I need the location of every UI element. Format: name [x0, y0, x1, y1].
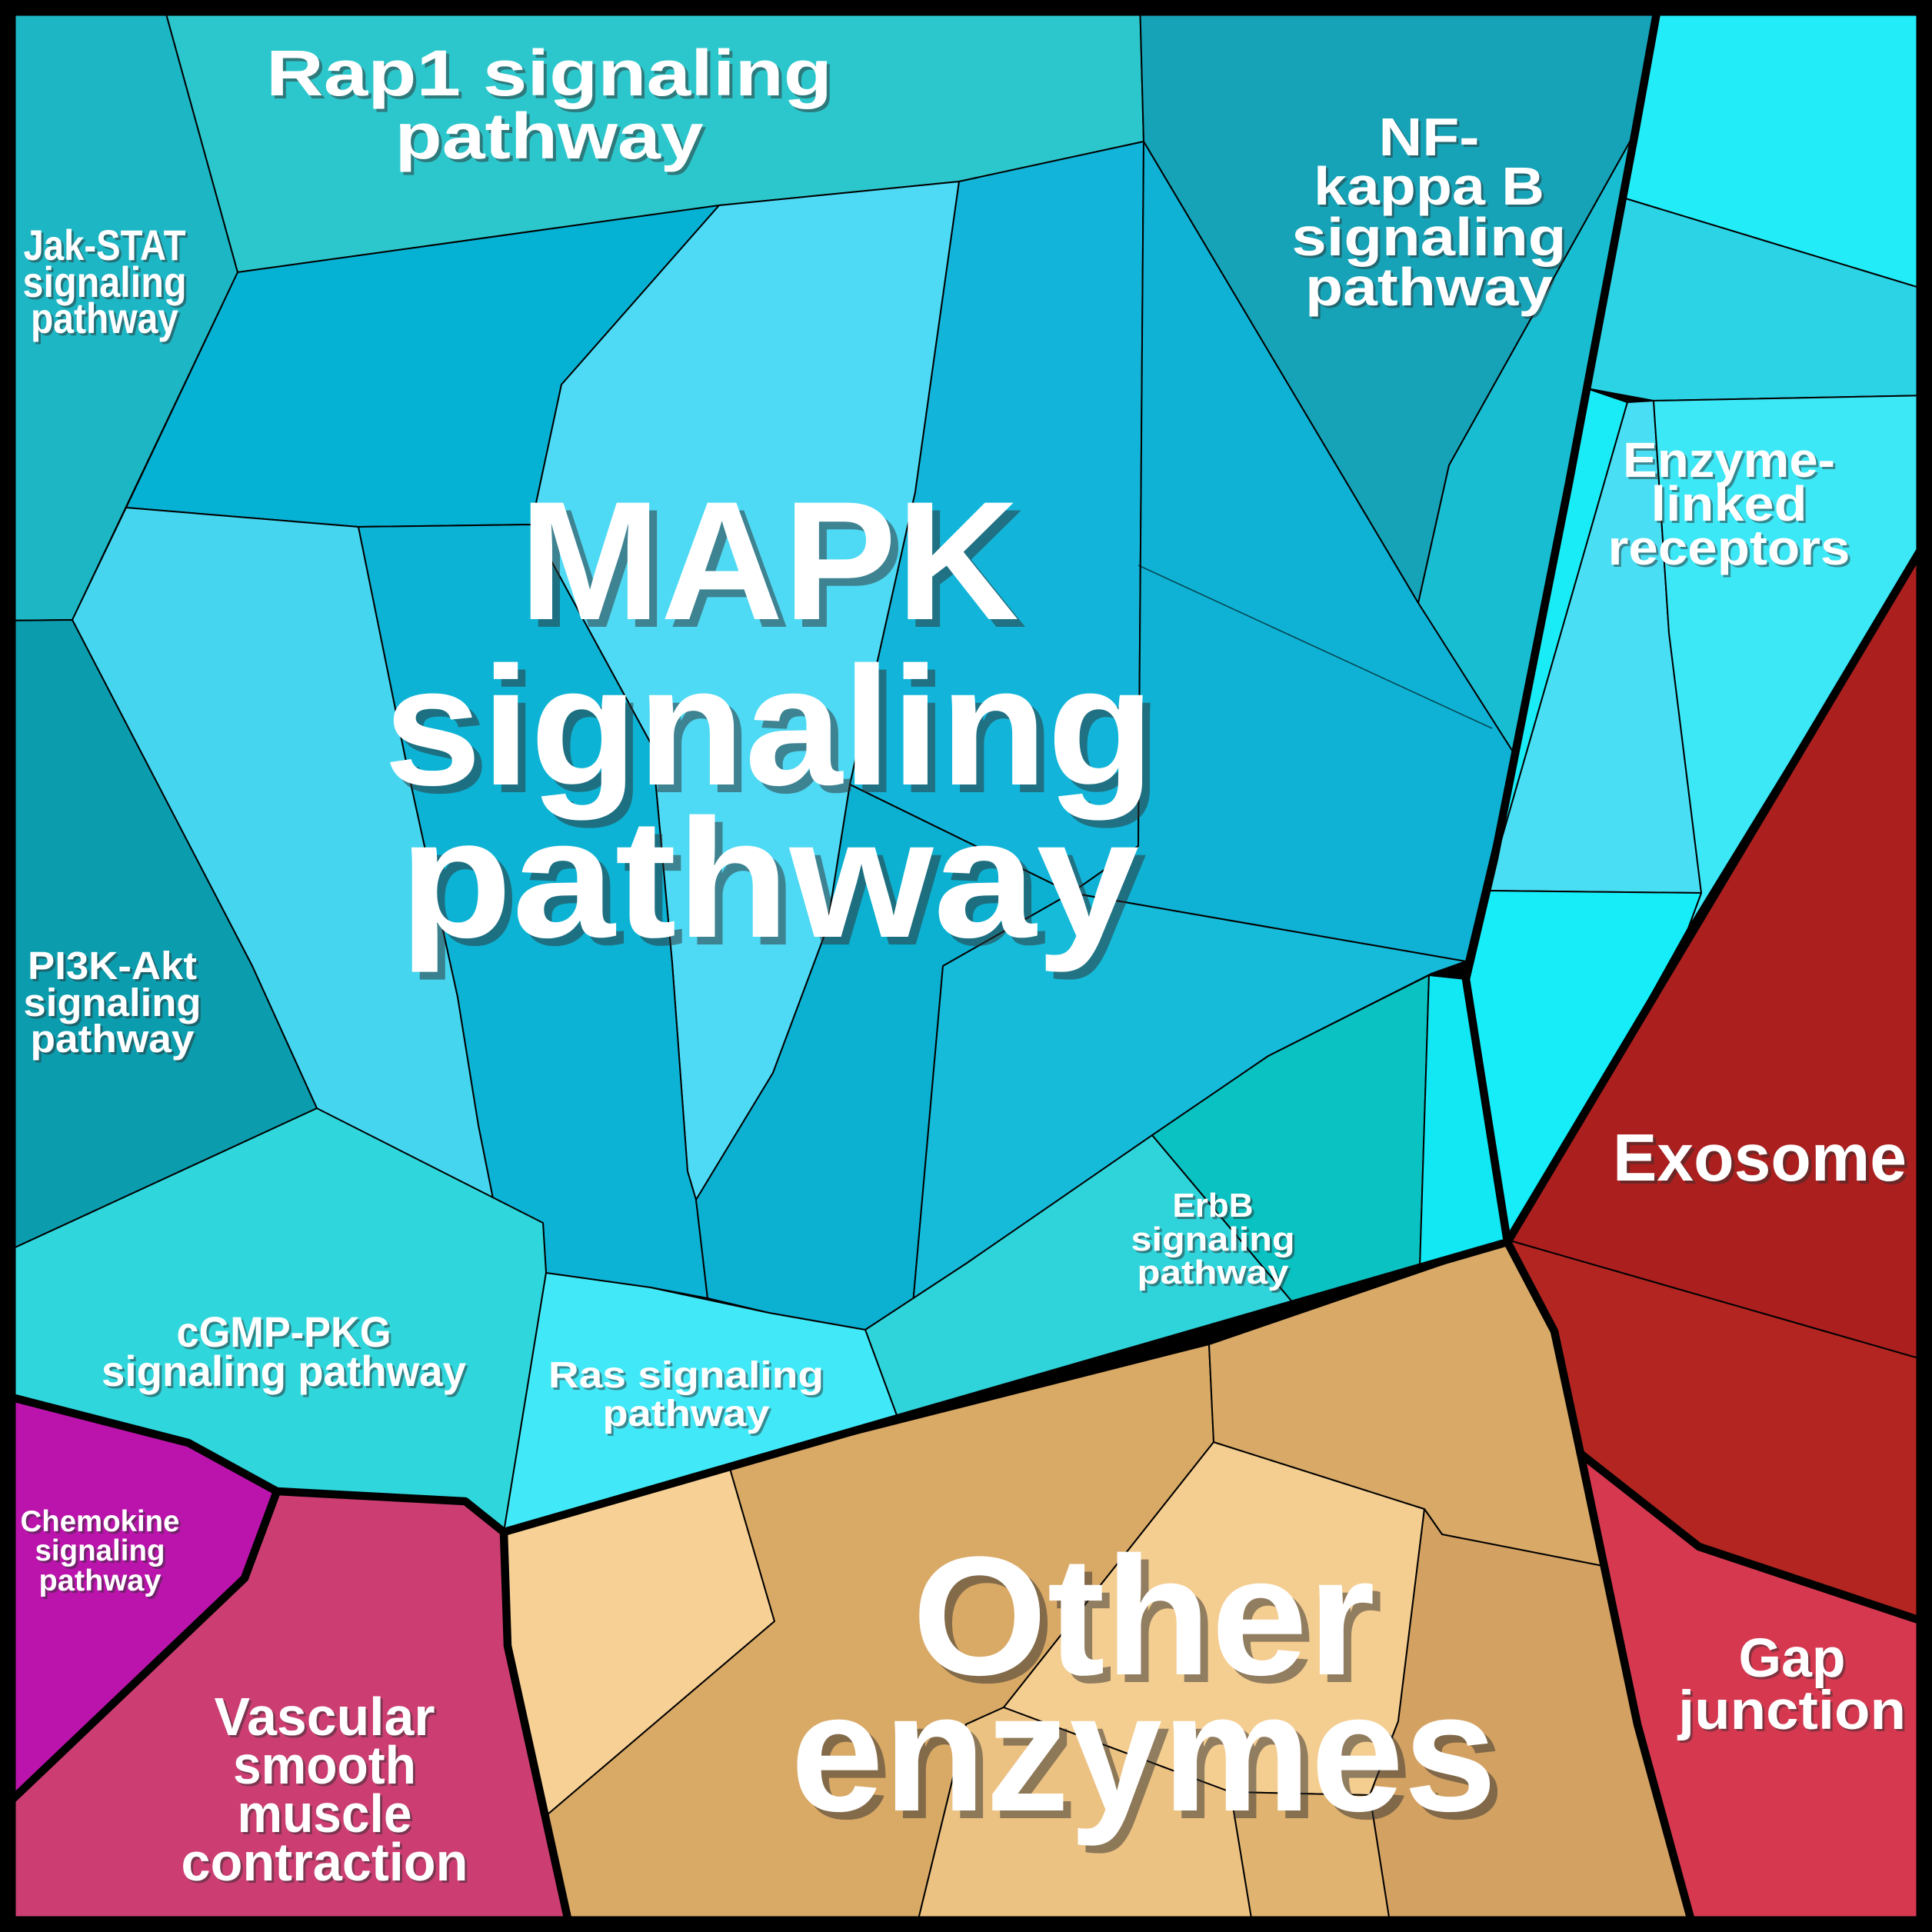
svg-text:contraction: contraction	[182, 1832, 468, 1892]
svg-text:pathway: pathway	[33, 296, 181, 345]
svg-text:muscle: muscle	[240, 1786, 415, 1846]
svg-text:pathway: pathway	[1305, 257, 1553, 317]
svg-text:NF-: NF-	[1381, 109, 1482, 169]
svg-text:pathway: pathway	[398, 103, 707, 175]
svg-text:cGMP-PKG: cGMP-PKG	[177, 1307, 391, 1356]
svg-text:pathway: pathway	[407, 791, 1147, 981]
svg-text:MAPK: MAPK	[519, 466, 1019, 655]
svg-text:signaling: signaling	[25, 260, 189, 308]
svg-text:enzymes: enzymes	[791, 1657, 1497, 1847]
svg-text:pathway: pathway	[1140, 1256, 1292, 1294]
svg-text:pathway: pathway	[395, 100, 704, 172]
svg-text:signaling: signaling	[384, 631, 1154, 821]
svg-text:Gap: Gap	[1739, 1628, 1846, 1689]
svg-text:muscle: muscle	[238, 1784, 412, 1844]
svg-text:Chemokine: Chemokine	[21, 1505, 180, 1538]
svg-text:signaling: signaling	[35, 1534, 165, 1567]
svg-text:pathway: pathway	[42, 1567, 164, 1600]
svg-text:Ras signaling: Ras signaling	[548, 1355, 824, 1396]
svg-text:Chemokine: Chemokine	[23, 1507, 182, 1541]
svg-text:Enzyme-: Enzyme-	[1623, 432, 1835, 488]
svg-text:signaling: signaling	[1131, 1221, 1295, 1258]
svg-text:pathway: pathway	[39, 1564, 162, 1597]
svg-text:contraction: contraction	[184, 1834, 471, 1894]
svg-text:signaling: signaling	[1134, 1223, 1297, 1261]
svg-text:linked: linked	[1654, 478, 1810, 534]
svg-text:PI3K-Akt: PI3K-Akt	[30, 946, 199, 990]
svg-text:Ras signaling: Ras signaling	[551, 1357, 826, 1398]
svg-text:signaling pathway: signaling pathway	[102, 1347, 466, 1395]
svg-text:NF-: NF-	[1379, 107, 1480, 167]
svg-text:smooth: smooth	[233, 1735, 416, 1795]
svg-text:Other: Other	[920, 1529, 1383, 1718]
svg-text:pathway: pathway	[603, 1394, 770, 1434]
svg-text:pathway: pathway	[399, 784, 1139, 973]
svg-text:smooth: smooth	[235, 1737, 418, 1797]
svg-text:cGMP-PKG: cGMP-PKG	[179, 1310, 394, 1358]
svg-text:Vascular: Vascular	[215, 1687, 435, 1747]
svg-text:signaling pathway: signaling pathway	[104, 1349, 468, 1397]
svg-text:kappa B: kappa B	[1314, 156, 1544, 216]
svg-text:pathway: pathway	[1307, 259, 1555, 319]
svg-text:enzymes: enzymes	[798, 1665, 1504, 1854]
svg-text:signaling: signaling	[391, 639, 1162, 828]
svg-text:signaling: signaling	[38, 1537, 168, 1570]
svg-text:Vascular: Vascular	[217, 1689, 438, 1749]
svg-text:MAPK: MAPK	[527, 474, 1027, 663]
svg-text:Other: Other	[912, 1521, 1375, 1710]
svg-text:linked: linked	[1651, 476, 1807, 531]
svg-text:pathway: pathway	[31, 294, 178, 342]
svg-text:junction: junction	[1679, 1683, 1908, 1744]
svg-text:receptors: receptors	[1608, 520, 1850, 575]
svg-text:pathway: pathway	[1138, 1254, 1290, 1291]
svg-text:Jak-STAT: Jak-STAT	[26, 223, 188, 271]
svg-text:signaling: signaling	[1294, 209, 1569, 269]
svg-text:pathway: pathway	[33, 1019, 198, 1063]
svg-text:kappa B: kappa B	[1316, 158, 1547, 218]
svg-text:ErbB: ErbB	[1173, 1187, 1254, 1224]
svg-text:Enzyme-: Enzyme-	[1625, 435, 1837, 490]
svg-text:signaling: signaling	[1292, 207, 1567, 267]
svg-text:signaling: signaling	[24, 981, 202, 1024]
svg-text:signaling: signaling	[26, 983, 204, 1027]
svg-text:pathway: pathway	[31, 1017, 195, 1061]
svg-text:receptors: receptors	[1611, 522, 1853, 578]
svg-text:Rap1 signaling: Rap1 signaling	[266, 37, 832, 109]
svg-text:junction: junction	[1677, 1681, 1906, 1741]
svg-text:Gap: Gap	[1741, 1631, 1848, 1691]
svg-text:Rap1 signaling: Rap1 signaling	[269, 40, 835, 112]
svg-text:Exosome: Exosome	[1616, 1124, 1910, 1198]
svg-text:Jak-STAT: Jak-STAT	[24, 221, 186, 269]
svg-text:PI3K-Akt: PI3K-Akt	[28, 944, 197, 988]
svg-text:signaling: signaling	[23, 258, 187, 306]
svg-text:pathway: pathway	[605, 1396, 772, 1437]
svg-text:Exosome: Exosome	[1613, 1121, 1907, 1195]
svg-text:ErbB: ErbB	[1175, 1189, 1256, 1227]
